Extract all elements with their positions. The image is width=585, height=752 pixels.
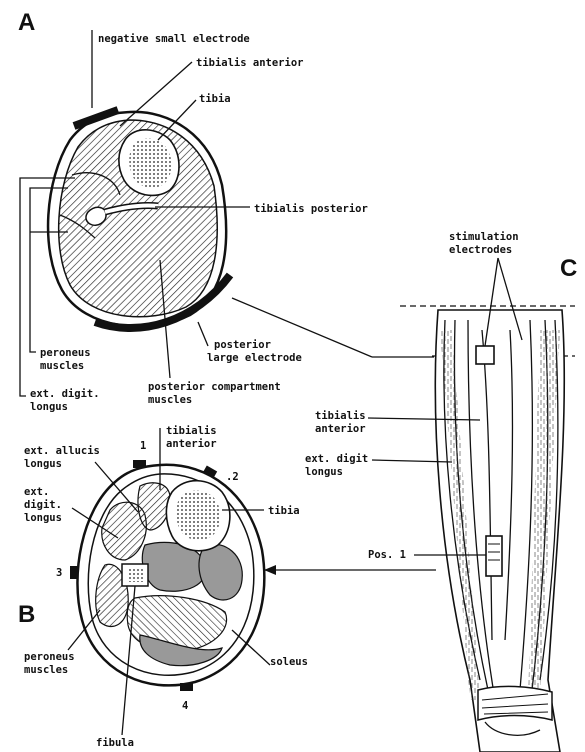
label-ext-digit-b-3: longus <box>24 512 62 524</box>
label-tibia-a: tibia <box>199 93 231 105</box>
label-ext-digit-a-2: longus <box>30 401 68 413</box>
electrode-pos-4 <box>180 683 193 691</box>
leg-illustration-c <box>400 306 575 752</box>
label-pos-1: 1 <box>140 440 146 452</box>
label-posterior-electrode-1: posterior <box>214 339 271 351</box>
label-stimulation-2: electrodes <box>449 244 512 256</box>
label-posterior-compartment-2: muscles <box>148 394 192 406</box>
label-stimulation-1: stimulation <box>449 231 519 243</box>
label-tibialis-posterior: tibialis posterior <box>254 203 368 215</box>
label-tibia-b: tibia <box>268 505 300 517</box>
label-peroneus-b-2: muscles <box>24 664 68 676</box>
label-posterior-electrode-2: large electrode <box>207 352 302 364</box>
label-ext-allucis-2: longus <box>24 458 62 470</box>
label-pos-3: 3 <box>56 567 62 579</box>
stim-electrode-pos1 <box>486 536 502 576</box>
label-pos-2: .2 <box>226 471 239 483</box>
label-tibialis-c-1: tibialis <box>315 410 366 422</box>
label-negative-electrode: negative small electrode <box>98 33 250 45</box>
label-tibialis-b-2: anterior <box>166 438 217 450</box>
cross-section-a <box>48 112 226 327</box>
label-pos-4: 4 <box>182 700 188 712</box>
panel-label-b: B <box>18 601 35 628</box>
label-ext-allucis-1: ext. allucis <box>24 445 100 457</box>
panel-label-c: C <box>560 255 577 282</box>
label-tibialis-b-1: tibialis <box>166 425 217 437</box>
cross-section-b <box>77 465 264 686</box>
label-tibialis-c-2: anterior <box>315 423 366 435</box>
label-ext-digit-b-2: digit. <box>24 499 62 511</box>
stim-electrode-upper <box>476 346 494 364</box>
electrode-pos-1 <box>133 460 146 468</box>
label-ext-digit-c-1: ext. digit <box>305 453 368 465</box>
label-fibula: fibula <box>96 737 134 749</box>
label-peroneus-b-1: peroneus <box>24 651 75 663</box>
label-ext-digit-a-1: ext. digit. <box>30 388 100 400</box>
label-tibialis-anterior-a: tibialis anterior <box>196 57 303 69</box>
label-ext-digit-c-2: longus <box>305 466 343 478</box>
label-pos1-c: Pos. 1 <box>368 549 406 561</box>
label-posterior-compartment-1: posterior compartment <box>148 381 281 393</box>
label-ext-digit-b-1: ext. <box>24 486 49 498</box>
label-soleus: soleus <box>270 656 308 668</box>
panel-label-a: A <box>18 9 35 36</box>
label-peroneus-a-2: muscles <box>40 360 84 372</box>
electrode-pos-3 <box>70 566 78 579</box>
label-peroneus-a-1: peroneus <box>40 347 91 359</box>
